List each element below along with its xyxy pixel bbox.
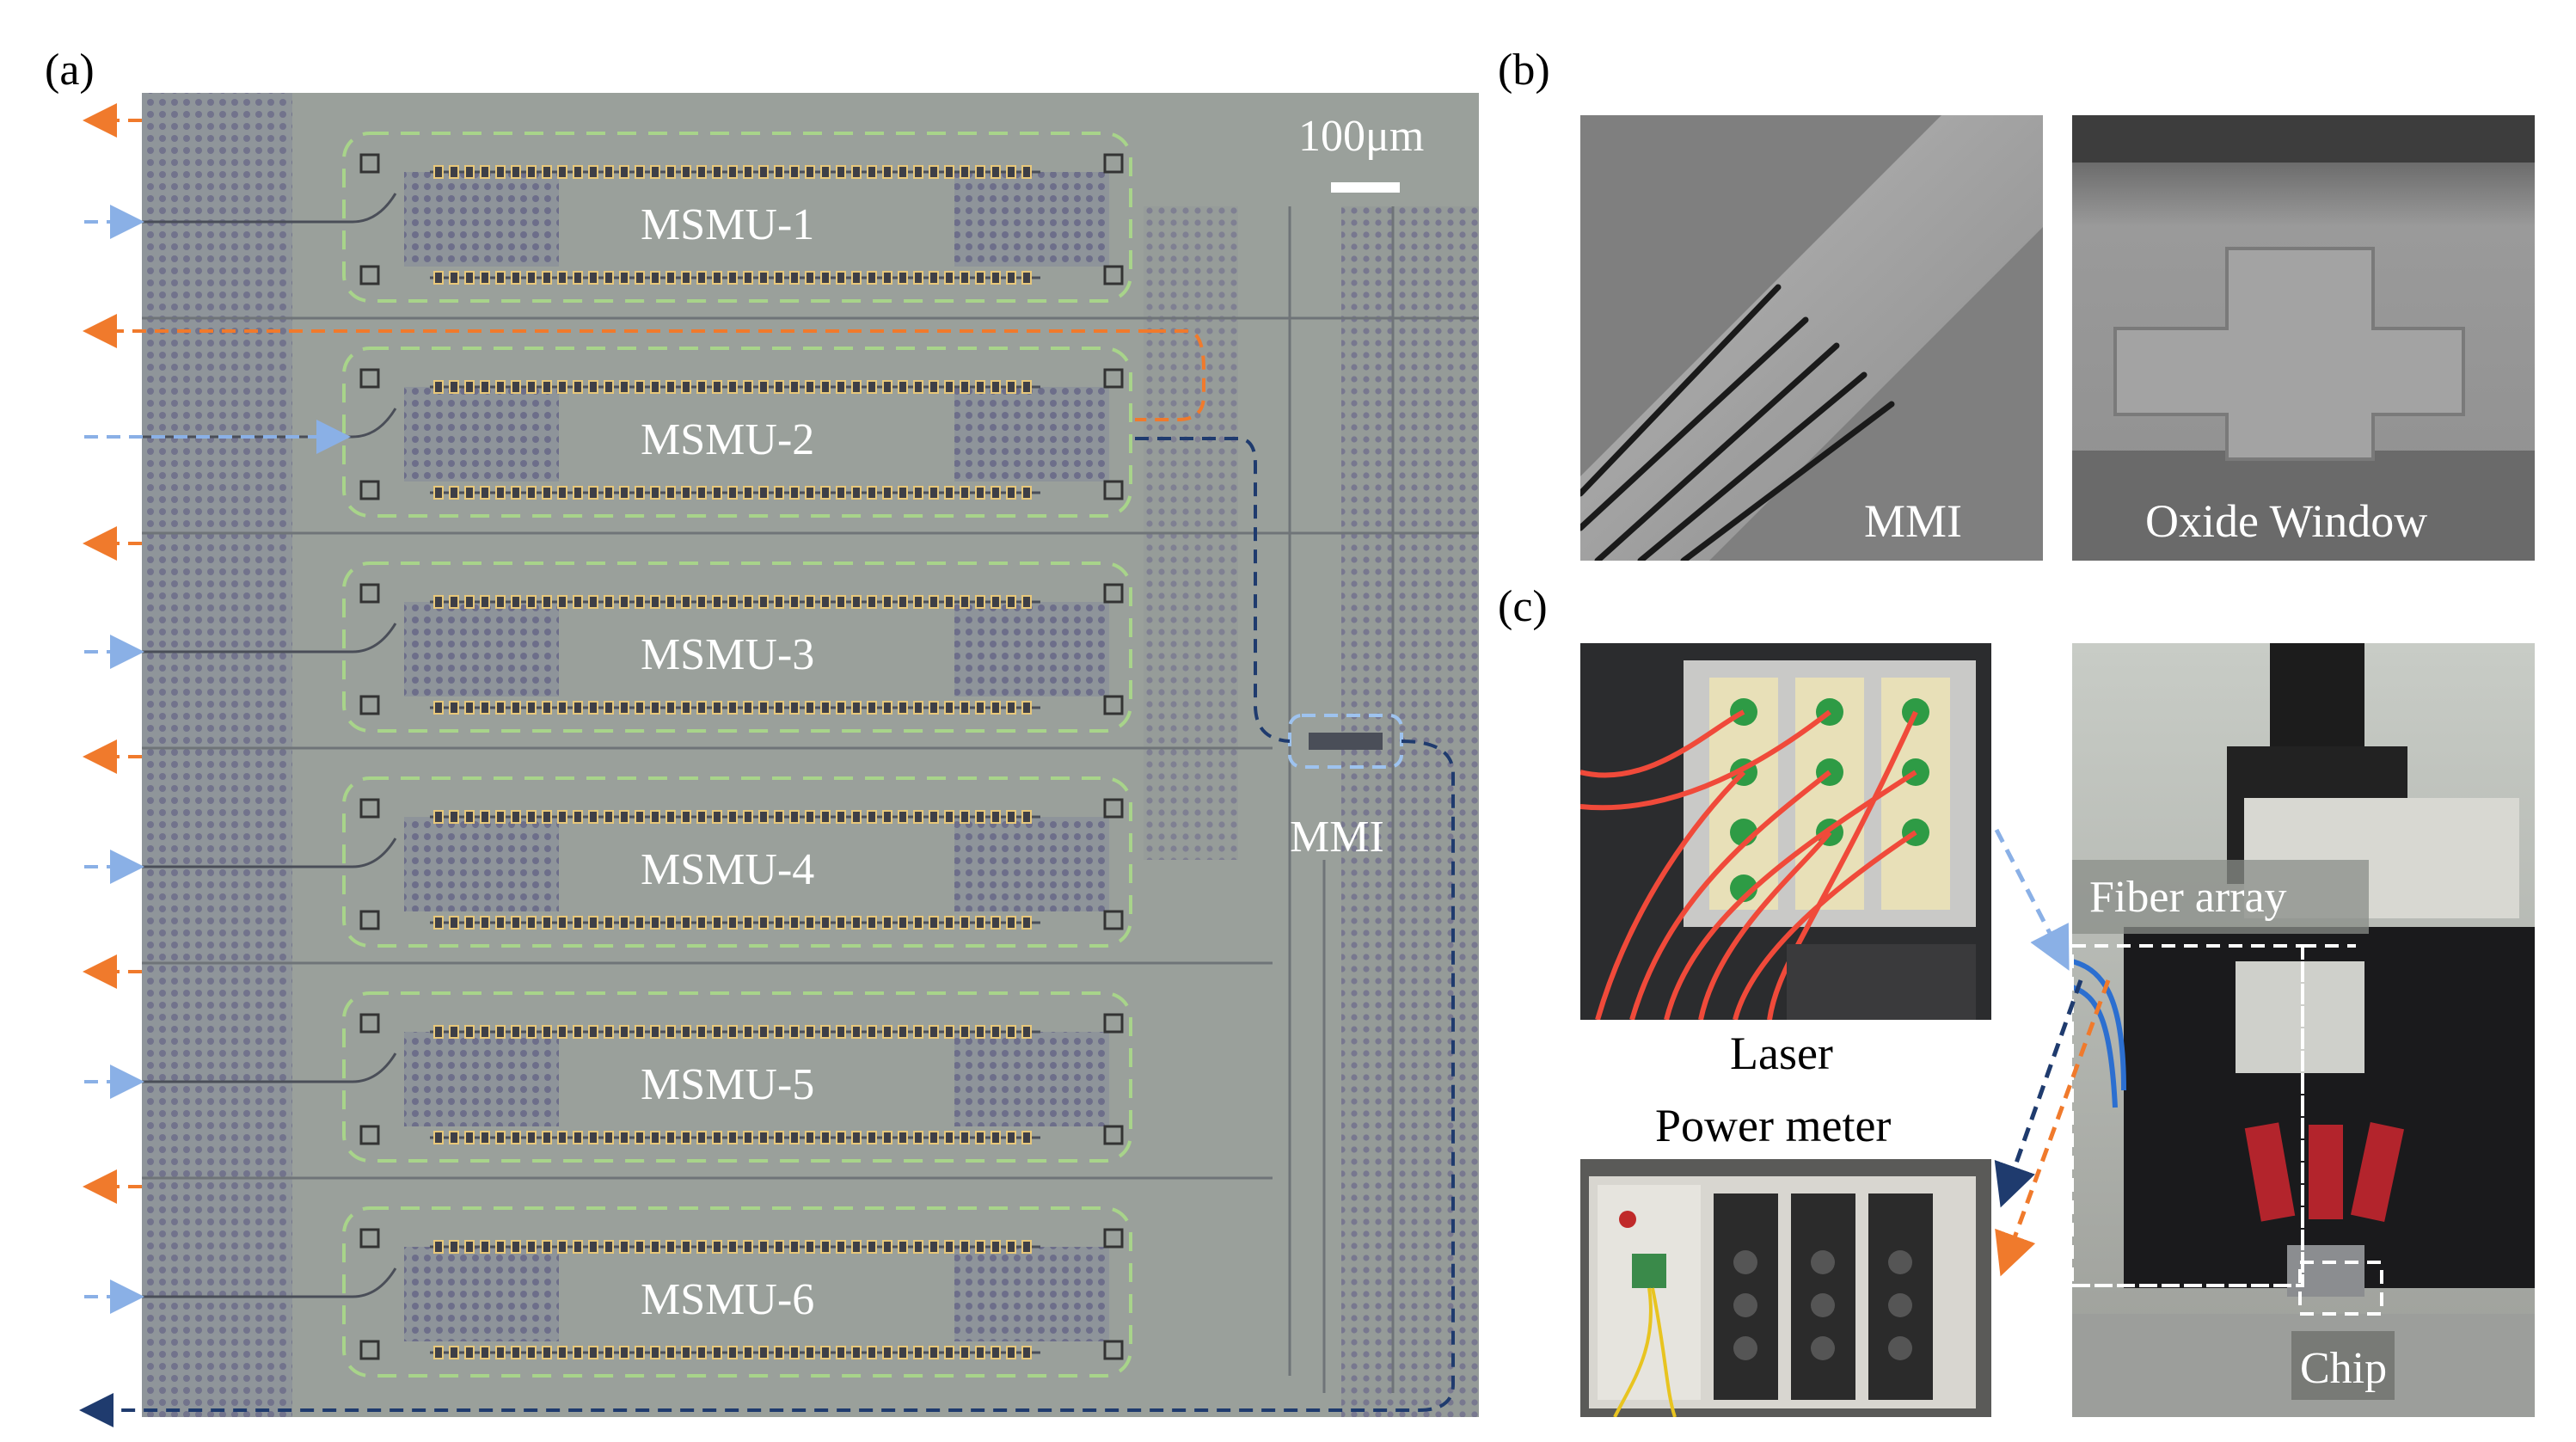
sem-oxide-window-image: Oxide Window [2072, 115, 2535, 561]
laser-photo [1580, 643, 1991, 1020]
msmu-row-structure [142, 1013, 1124, 1145]
msmu-6-box [342, 1206, 1132, 1378]
msmu-4-label: MSMU-4 [641, 845, 814, 894]
combined-output-path [79, 437, 1455, 1427]
power-meter-photo [1580, 1159, 1991, 1417]
mmi-label: MMI [1290, 813, 1384, 862]
power-meter-label: Power meter [1655, 1100, 1892, 1151]
fiber-array-label: Fiber array [2089, 873, 2287, 922]
msmu-1-label: MSMU-1 [641, 200, 814, 249]
unit-rows [142, 153, 1124, 1360]
msmu-5-label: MSMU-5 [641, 1060, 814, 1109]
msmu-1-box [342, 132, 1132, 303]
msmu-row-structure [142, 583, 1124, 715]
scale-bar-label: 100μm [1298, 112, 1424, 161]
msmu-3-label: MSMU-3 [641, 630, 814, 679]
panel-label-c: (c) [1498, 582, 1548, 631]
sem-mmi-image: MMI [1580, 115, 2043, 561]
chip-background [142, 93, 1479, 1417]
msmu-row-structure [142, 1228, 1124, 1360]
panel-label-a: (a) [45, 46, 95, 95]
msmu-4-box [342, 776, 1132, 948]
chip-label: Chip [2300, 1344, 2387, 1393]
msmu-row-structure [142, 798, 1124, 930]
sem-oxide-window-label: Oxide Window [2145, 495, 2427, 547]
chip-micrograph: 100μm MSMU-1 MSMU-2 MSMU-3 MSMU-4 MSMU-5… [79, 93, 1479, 1427]
msmu-6-label: MSMU-6 [641, 1275, 814, 1324]
msmu-2-label: MSMU-2 [641, 415, 814, 464]
mmi-device [1309, 733, 1383, 750]
msmu-row-structure [142, 153, 1124, 285]
panel-label-b: (b) [1498, 46, 1550, 95]
msmu-5-box [342, 991, 1132, 1163]
probe-station-photo: Fiber array Chip [2072, 643, 2535, 1417]
output-arrows [83, 103, 1205, 1204]
laser-label: Laser [1730, 1028, 1833, 1079]
sem-mmi-label: MMI [1864, 495, 1962, 547]
scale-bar [1331, 182, 1400, 193]
msmu-3-box [342, 561, 1132, 733]
msmu-row-structure [142, 368, 1124, 500]
input-arrows [84, 205, 351, 1314]
